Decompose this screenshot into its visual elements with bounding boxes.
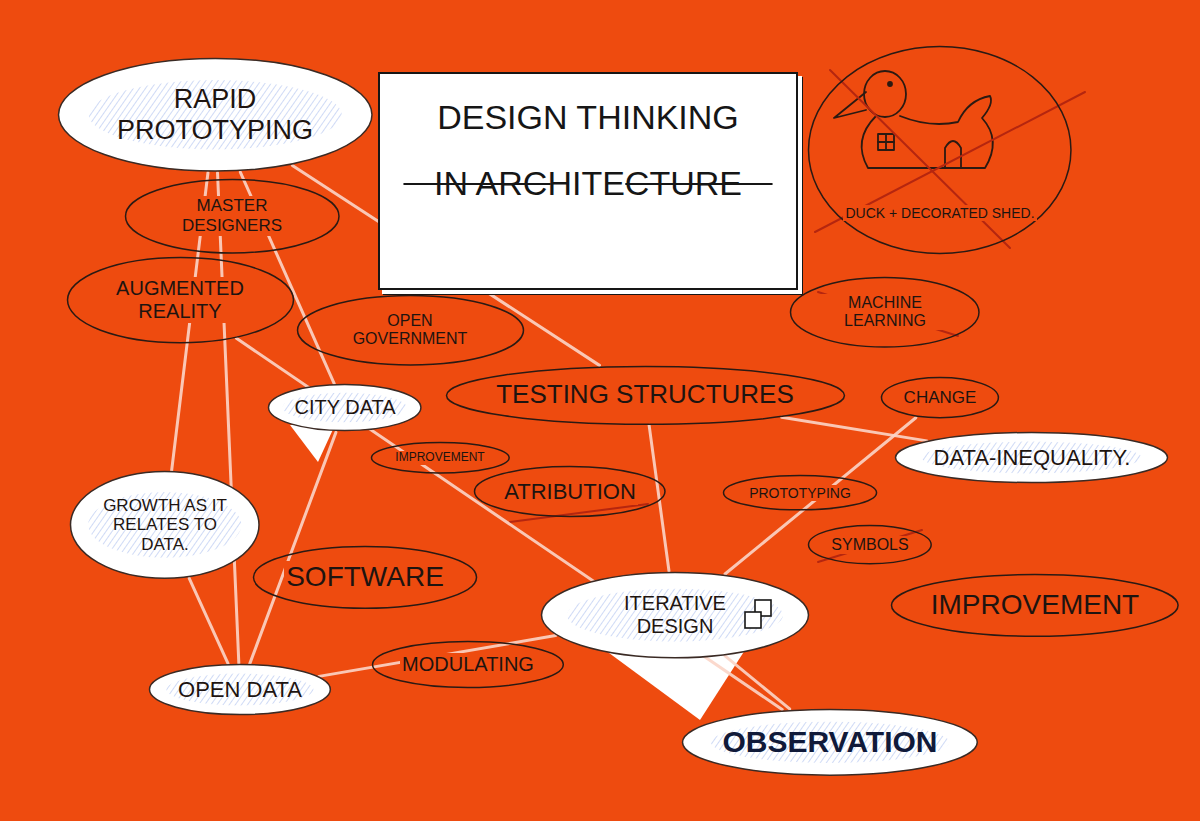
ellipse-line	[373, 642, 564, 688]
idea-label: MODULATING	[400, 653, 536, 676]
highlighted-idea-ellipse: CITY DATA	[267, 383, 422, 432]
highlighted-idea-ellipse: GROWTH AS IT RELATES TO DATA.	[69, 470, 261, 580]
idea-ellipse: MACHINE LEARNING	[789, 276, 981, 349]
highlighted-idea-ellipse: OBSERVATION	[681, 708, 979, 777]
ellipse-line	[125, 179, 338, 252]
idea-ellipse: IMPROVEMENT	[890, 573, 1180, 638]
connector-line	[649, 425, 669, 571]
ellipse-line	[446, 366, 844, 424]
idea-label: ATRIBUTION	[502, 479, 638, 504]
ellipse-line	[67, 257, 293, 342]
blue-scribble	[711, 721, 949, 762]
idea-label: CITY DATA	[292, 396, 397, 419]
diagram-title: DESIGN THINKING IN ARCHITECTURE	[427, 74, 750, 216]
ellipse-fill	[58, 59, 371, 172]
ellipse-line	[475, 467, 665, 517]
idea-label: OPEN GOVERNMENT	[328, 312, 492, 349]
idea-label: DUCK + DECORATED SHED.	[843, 205, 1036, 221]
highlighted-idea-ellipse: RAPID PROTOTYPING	[57, 57, 374, 173]
ellipse-line	[253, 546, 476, 608]
idea-label: AUGMENTED REALITY	[98, 277, 262, 323]
ellipse-fill	[150, 665, 331, 715]
idea-ellipse: AUGMENTED REALITY	[66, 256, 295, 344]
idea-label: RAPID PROTOTYPING	[98, 84, 332, 146]
idea-label: OPEN DATA	[176, 677, 304, 702]
idea-label: IMPROVEMENT	[929, 589, 1141, 621]
highlight-wedge	[605, 650, 745, 720]
ellipse-line	[791, 277, 979, 347]
idea-label: GROWTH AS IT RELATES TO DATA.	[98, 496, 232, 555]
connector-line	[218, 173, 239, 664]
ellipse-line	[809, 526, 932, 564]
ellipse-line	[723, 476, 876, 510]
idea-ellipse: MASTER DESIGNERS	[124, 178, 341, 254]
ellipse-line	[892, 574, 1179, 636]
idea-label: MACHINE LEARNING	[818, 294, 952, 331]
idea-label: IMPROVEMENT	[393, 451, 486, 465]
ellipse-fill	[542, 572, 809, 657]
blue-scribble	[88, 80, 341, 149]
idea-label: CHANGE	[902, 388, 979, 408]
connector-line	[725, 656, 790, 709]
idea-ellipse: IMPROVEMENT	[370, 441, 511, 474]
blue-scribble	[922, 442, 1142, 474]
idea-label: TESTING STRUCTURES	[494, 380, 796, 410]
idea-ellipse: PROTOTYPING	[722, 474, 878, 511]
ellipse-fill	[71, 472, 259, 579]
idea-label: ITERATIVE DESIGN	[608, 592, 742, 638]
idea-ellipse: SYMBOLS	[807, 524, 933, 565]
highlighted-idea-ellipse: ITERATIVE DESIGN	[540, 571, 810, 659]
ellipse-fill	[269, 385, 421, 431]
connector-line	[319, 636, 556, 677]
idea-label: OBSERVATION	[720, 725, 939, 760]
idea-ellipse: TESTING STRUCTURES	[445, 365, 846, 426]
ellipse-outline	[807, 45, 1072, 255]
blue-scribble	[283, 393, 407, 422]
idea-label: MASTER DESIGNERS	[155, 196, 309, 235]
blue-scribble	[166, 674, 313, 706]
connector-line	[725, 418, 916, 574]
ellipse-fill	[896, 433, 1168, 483]
idea-label: PROTOTYPING	[747, 485, 853, 501]
ellipse-line	[297, 295, 523, 365]
idea-label: DATA-INEQUALITY.	[932, 445, 1133, 470]
ellipse-line	[882, 378, 999, 418]
idea-ellipse: OPEN GOVERNMENT	[296, 294, 525, 367]
title-box: DESIGN THINKING IN ARCHITECTURE	[378, 72, 798, 290]
connector-line	[189, 578, 228, 664]
connector-line	[782, 417, 927, 441]
blue-scribble	[88, 492, 241, 558]
idea-ellipse: MODULATING	[371, 640, 565, 689]
idea-ellipse: SOFTWARE	[252, 545, 478, 610]
highlighted-idea-ellipse: DATA-INEQUALITY.	[894, 431, 1169, 484]
overlapping-squares-icon	[745, 600, 771, 628]
blue-scribble	[567, 589, 783, 642]
idea-label: SYMBOLS	[829, 536, 910, 554]
highlighted-idea-ellipse: OPEN DATA	[148, 663, 332, 716]
idea-ellipse: ATRIBUTION	[473, 465, 666, 518]
ellipse-line	[371, 443, 509, 473]
ellipse-line	[809, 47, 1071, 254]
idea-ellipse: CHANGE	[880, 376, 1000, 419]
ellipse-fill	[683, 709, 978, 775]
idea-ellipse: DUCK + DECORATED SHED.	[807, 45, 1072, 255]
idea-label: SOFTWARE	[284, 561, 446, 593]
